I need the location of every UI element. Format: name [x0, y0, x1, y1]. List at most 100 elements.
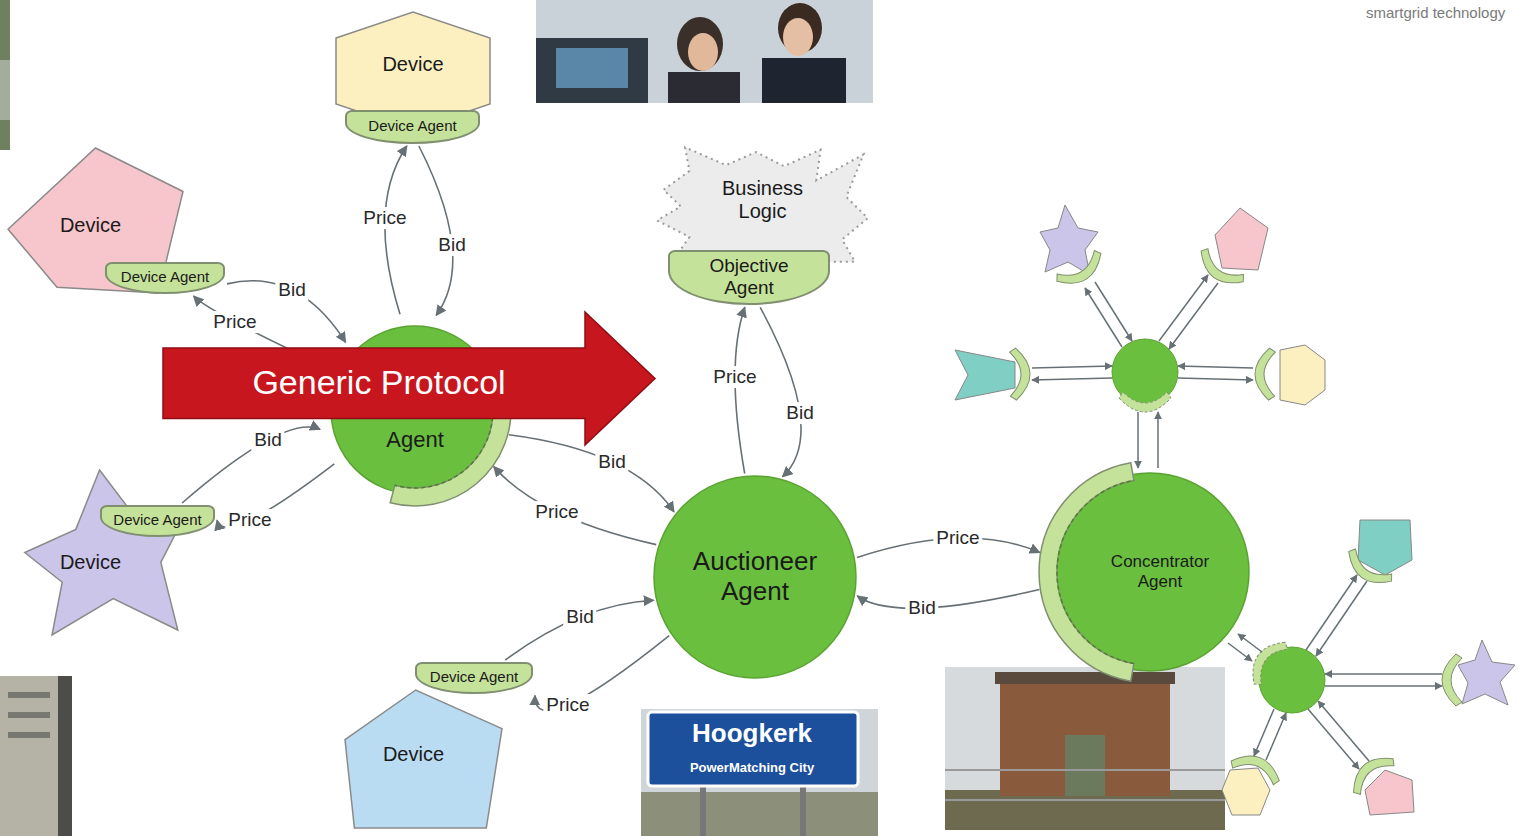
brick-wall	[1000, 684, 1170, 796]
price-line	[1032, 378, 1112, 380]
price-line	[1159, 275, 1208, 341]
node-text: Device Agent	[121, 268, 209, 285]
device-symbol	[1365, 770, 1414, 815]
node-text: Device	[382, 53, 443, 76]
edge-label: Bid	[783, 402, 816, 424]
edge-label: Price	[933, 527, 982, 549]
price-line	[1308, 709, 1359, 769]
facade	[0, 676, 58, 836]
photo-ground	[641, 709, 878, 836]
price-line	[1178, 378, 1253, 380]
photo-strip	[0, 0, 10, 150]
person	[762, 58, 846, 103]
bid-line	[1238, 634, 1262, 652]
edge-label: Bid	[905, 597, 938, 619]
window	[8, 712, 50, 718]
business-logic-cloud-outline	[657, 147, 868, 261]
edge-label: Bid	[563, 606, 596, 628]
bid-line	[1325, 673, 1442, 675]
edge-label: Price	[532, 501, 581, 523]
node-text: Device	[60, 551, 121, 574]
sign-photo	[641, 709, 878, 836]
message-arrow	[505, 600, 653, 660]
node-text: Agent	[386, 427, 444, 452]
device-agent-tab: Device Agent	[415, 662, 533, 694]
message-arrow	[760, 307, 801, 476]
node-text: Concentrator Agent	[1103, 552, 1218, 591]
office-photo	[536, 0, 873, 103]
agent-tab	[390, 402, 511, 506]
sign-text: Hoogkerk	[692, 719, 812, 749]
tab-seam	[1057, 480, 1134, 663]
node-text: Device	[60, 214, 121, 237]
fence	[945, 799, 1225, 801]
message-arrow	[419, 146, 453, 315]
building-photo	[0, 676, 72, 836]
edge-label: Price	[360, 207, 409, 229]
edge-label: Bid	[595, 451, 628, 473]
substation-photo	[945, 667, 1225, 830]
photo-ground	[0, 676, 72, 836]
edge-label: Price	[225, 509, 274, 531]
device-shape-outline	[345, 690, 502, 828]
photo-ground	[945, 667, 1225, 830]
bid-line	[1316, 581, 1367, 656]
node-text: Business Logic	[708, 177, 818, 223]
agent-tab	[1442, 654, 1462, 706]
bid-line	[1178, 366, 1253, 368]
price-line	[1085, 288, 1122, 347]
device-symbol	[1280, 345, 1325, 405]
node-text: Device Agent	[368, 117, 456, 134]
photo	[0, 60, 10, 120]
brand-tagline: smartgrid technology	[1366, 4, 1505, 21]
message-arrow	[385, 146, 407, 314]
agent-tab	[1119, 392, 1171, 412]
person	[783, 18, 813, 56]
concentrator-circle: Concentrator Agent	[1050, 472, 1250, 672]
desk	[536, 38, 648, 103]
agent-tab	[1054, 248, 1109, 293]
edge-label: Price	[210, 311, 259, 333]
door	[1065, 735, 1105, 796]
fence	[945, 769, 1225, 771]
node-text: Device Agent	[113, 511, 201, 528]
agent-tab	[1255, 348, 1276, 400]
window	[8, 732, 50, 738]
person	[688, 33, 718, 71]
node-text: Auctioneer Agent	[680, 547, 830, 607]
objective-agent-tab: Objective Agent	[668, 250, 830, 306]
node-text: Device	[383, 743, 444, 766]
facade	[58, 676, 72, 836]
sign-post	[700, 786, 706, 836]
device-symbol	[1458, 640, 1515, 705]
message-arrow	[857, 590, 1039, 609]
bid-line	[1318, 701, 1369, 761]
window	[8, 692, 50, 698]
node-text: Device Agent	[430, 668, 518, 685]
device-symbol	[1222, 768, 1270, 815]
person	[668, 72, 740, 103]
node-text: Generic Protocol	[252, 363, 505, 402]
roof	[995, 672, 1175, 684]
agent-tab	[1010, 348, 1031, 400]
person	[677, 17, 723, 71]
device-shape: Device	[345, 690, 502, 828]
photo	[0, 0, 10, 150]
agent-tab	[1229, 748, 1285, 786]
price-line	[1157, 412, 1159, 468]
price-line	[1325, 685, 1442, 687]
edge-label: Price	[543, 694, 592, 716]
agent-tab	[1243, 634, 1290, 688]
photo-ground	[536, 0, 873, 103]
device-symbol	[1215, 208, 1268, 270]
agent-circle	[654, 476, 856, 678]
bid-line	[1032, 366, 1112, 368]
price-line	[1228, 643, 1252, 661]
sign-post	[800, 786, 806, 836]
device-symbol	[1358, 520, 1412, 575]
device-agent-tab: Device Agent	[345, 110, 480, 144]
message-arrow	[494, 467, 656, 545]
bid-line	[1169, 283, 1218, 349]
device-symbol	[955, 350, 1015, 400]
